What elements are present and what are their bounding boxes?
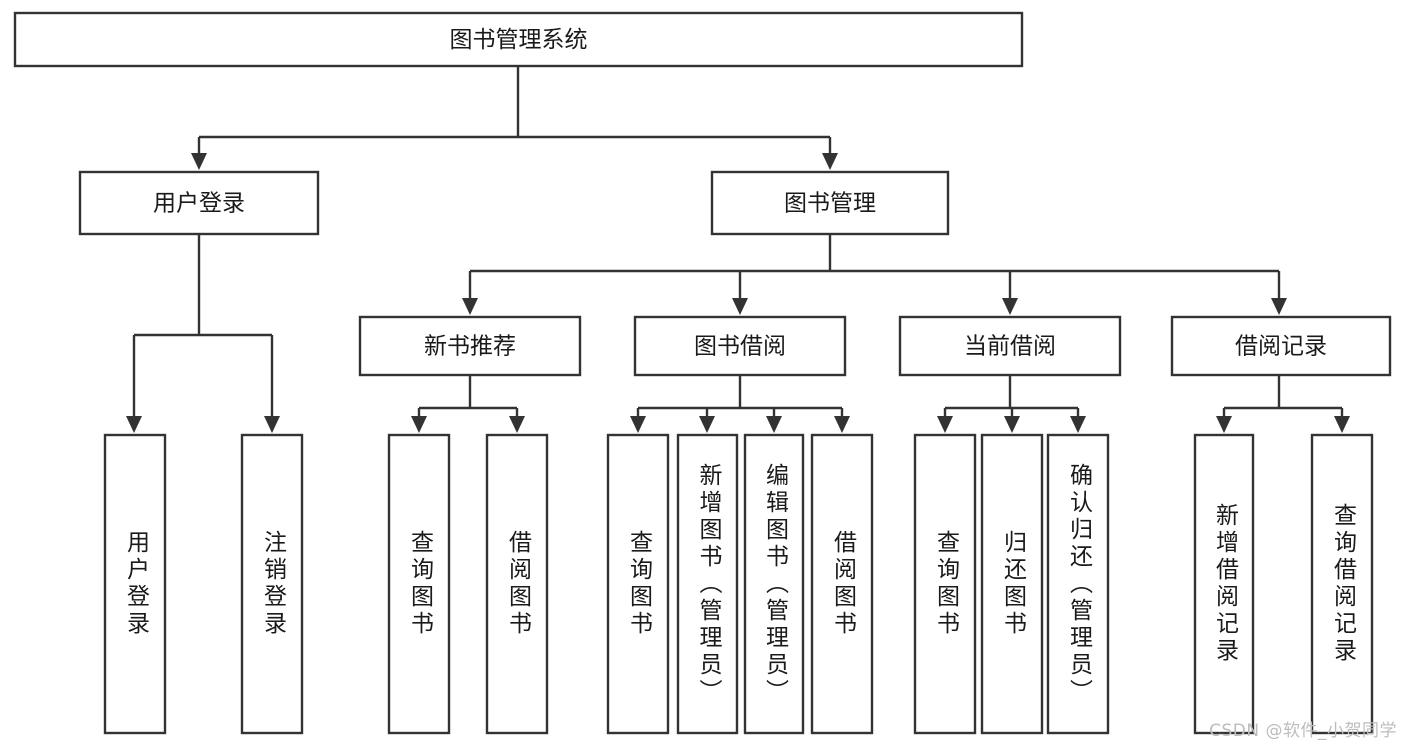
node-box-borrow-record[interactable]	[1170, 315, 1392, 377]
node-box-add-borrow-record[interactable]	[1193, 433, 1255, 735]
connector-book-borrow-bus	[630, 375, 850, 433]
connector-borrow-record-bus	[1216, 375, 1350, 433]
arrow-head	[1070, 416, 1086, 433]
arrow-head	[1004, 416, 1020, 433]
connector-root-bus	[191, 66, 838, 170]
connector-current-borrow-bus	[937, 375, 1086, 433]
node-label-root: 图书管理系统	[450, 27, 588, 53]
arrow-head	[1002, 298, 1018, 315]
node-box-add-book-admin[interactable]	[676, 433, 739, 735]
watermark-text: CSDN @软件_小贺同学	[1209, 721, 1397, 741]
arrow-head	[732, 298, 748, 315]
node-box-confirm-return-admin[interactable]	[1046, 433, 1110, 735]
node-box-query-book-2[interactable]	[606, 433, 670, 735]
connectors-layer	[126, 66, 1350, 433]
node-label-new-book-rec: 新书推荐	[424, 334, 516, 360]
node-box-current-borrow[interactable]	[898, 315, 1122, 377]
node-label-book-manage: 图书管理	[784, 191, 876, 217]
node-box-query-borrow-record[interactable]	[1310, 433, 1374, 735]
arrow-head	[699, 416, 715, 433]
node-box-borrow-book-1[interactable]	[485, 433, 549, 735]
node-box-new-book-rec[interactable]	[358, 315, 582, 377]
arrow-head	[191, 153, 207, 170]
node-box-return-book[interactable]	[980, 433, 1044, 735]
node-box-query-book-1[interactable]	[387, 433, 451, 735]
node-label-book-borrow: 图书借阅	[694, 334, 786, 360]
arrow-head	[630, 416, 646, 433]
arrow-head	[264, 416, 280, 433]
node-box-query-book-3[interactable]	[913, 433, 977, 735]
node-box-edit-book-admin[interactable]	[743, 433, 805, 735]
arrow-head	[822, 153, 838, 170]
node-label-borrow-record: 借阅记录	[1235, 334, 1327, 360]
arrow-head	[1216, 416, 1232, 433]
arrow-head	[462, 298, 478, 315]
connector-book-manage-bus	[462, 234, 1287, 315]
node-boxes-layer	[13, 11, 1392, 735]
arrow-head	[411, 416, 427, 433]
arrow-head	[766, 416, 782, 433]
node-label-user-login: 用户登录	[153, 191, 245, 217]
arrow-head	[937, 416, 953, 433]
node-box-root[interactable]	[13, 11, 1024, 68]
connector-new-book-rec-bus	[411, 375, 525, 433]
arrow-head	[509, 416, 525, 433]
arrow-head	[126, 416, 142, 433]
node-box-book-borrow[interactable]	[633, 315, 847, 377]
node-box-user-logout[interactable]	[240, 433, 304, 735]
arrow-head	[1334, 416, 1350, 433]
arrow-head	[1271, 298, 1287, 315]
node-box-book-manage[interactable]	[710, 170, 950, 236]
node-box-borrow-book-2[interactable]	[810, 433, 874, 735]
arrow-head	[834, 416, 850, 433]
connector-user-login-bus	[126, 234, 280, 433]
node-box-user-login[interactable]	[78, 170, 320, 236]
node-label-current-borrow: 当前借阅	[964, 334, 1056, 360]
node-box-user-login-do[interactable]	[103, 433, 167, 735]
